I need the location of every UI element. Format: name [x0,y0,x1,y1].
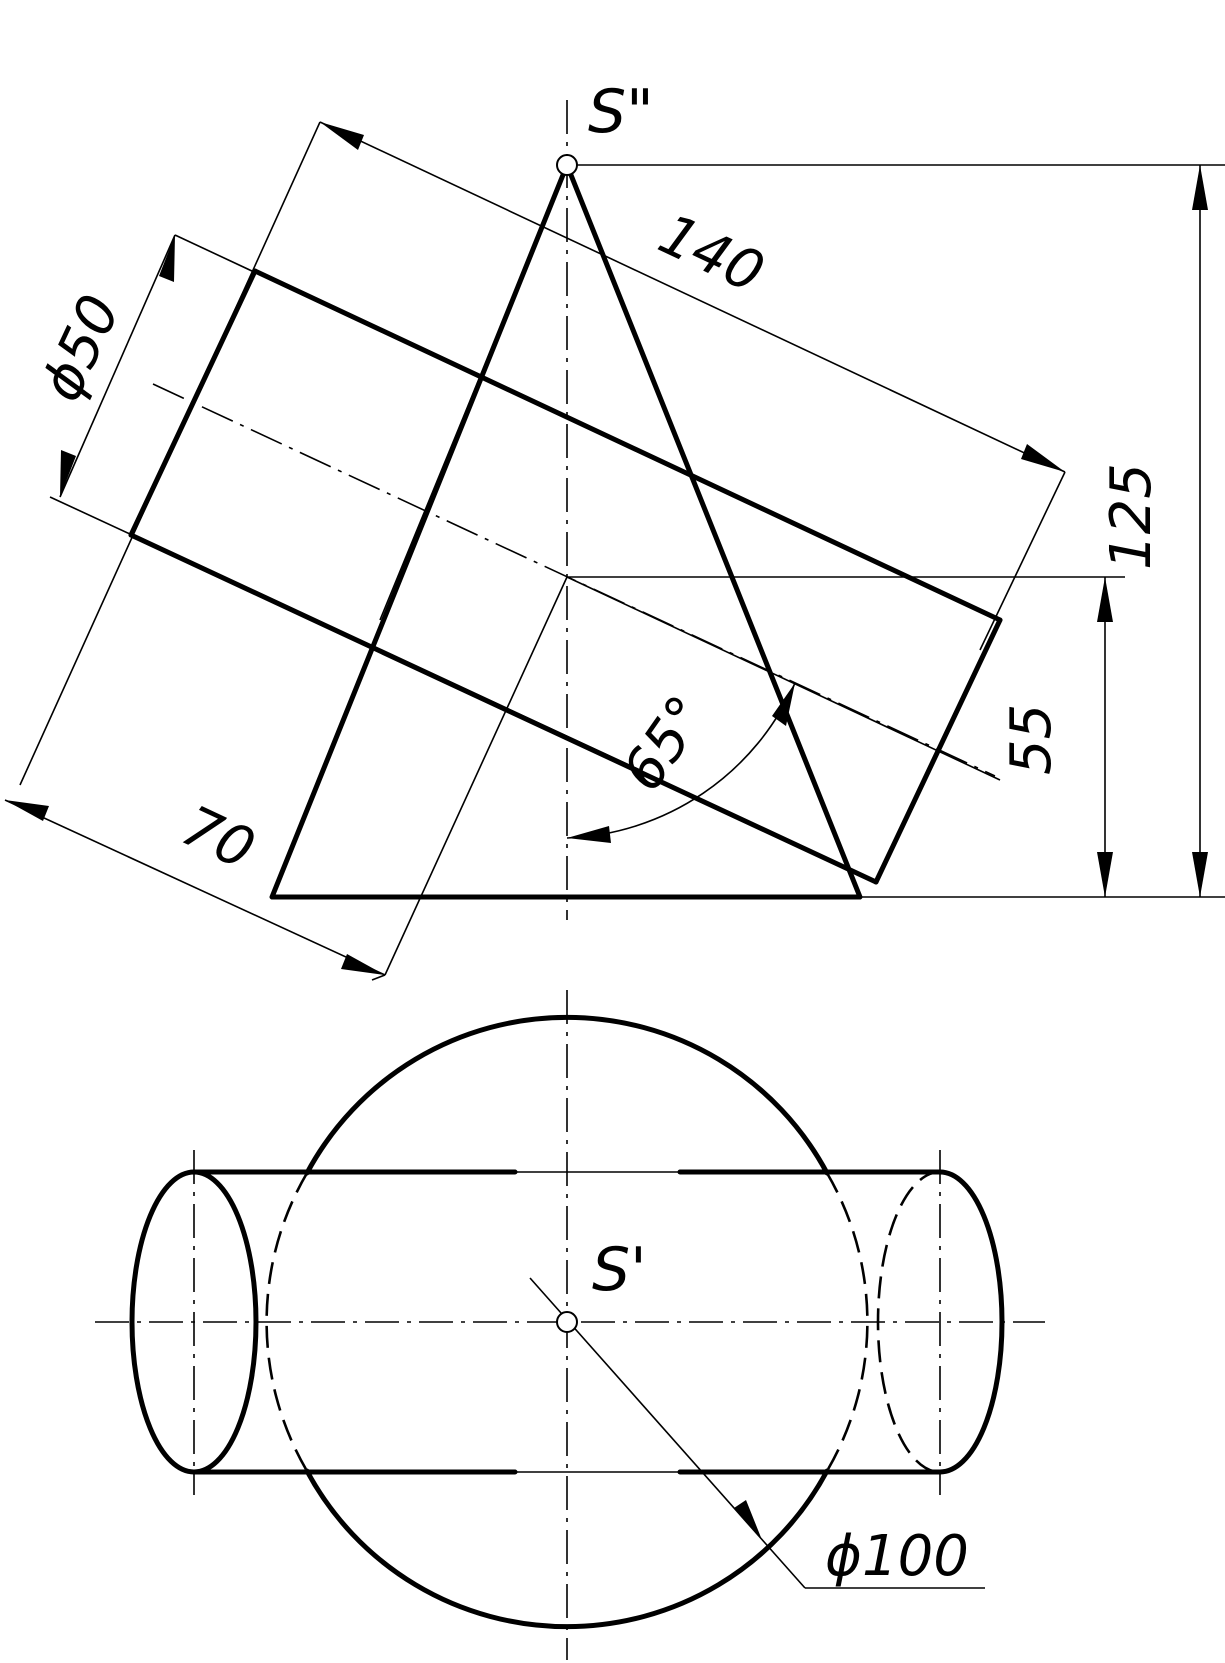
dim-diameter-50-label: ϕ50 [29,285,134,411]
cylinder-right-ellipse-hidden [876,1170,941,1474]
dim-70-label: 70 [172,794,264,883]
dim-diameter-100-label: ϕ100 [825,1524,969,1589]
dim-angle-65-label: 65° [610,684,720,803]
construction-line-lower-right [719,809,877,883]
cone-inner-line-left [379,164,568,621]
cone-base-circle-hidden-right [825,1172,869,1472]
cone-inner-line-right [566,164,861,898]
apex-label-top: S' [592,1235,647,1305]
cone-outline-front [269,162,863,900]
cylinder-right-ellipse-visible [937,1169,1005,1475]
cylinder-top-edge [252,268,1003,623]
apex-label-front: S" [588,77,654,147]
dim-125-label: 125 [1099,463,1164,570]
construction-line-axis-mid [566,576,1001,781]
construction-line-lower [49,496,641,771]
front-view: 140 ϕ50 70 65° 55 [4,77,1225,981]
dimension-55: 55 [999,577,1113,897]
dimension-diameter-100: ϕ100 [529,1277,985,1589]
dimension-diameter-50: ϕ50 [29,234,176,498]
top-view: ϕ100 S' [95,990,1045,1660]
construction-line-inner [384,576,568,976]
cylinder-left-ellipse [129,1169,259,1475]
dimension-70: 70 [4,794,386,981]
apex-point-top [556,1311,578,1333]
cone-base-circle-visible-top [304,1014,830,1176]
dim-140-label: 140 [649,202,773,306]
apex-point-front [556,154,578,176]
dim-55-label: 55 [999,704,1064,775]
construction-line-upper [174,234,721,491]
cone-base-circle-hidden-left [265,1172,309,1472]
dimension-125: 125 [1099,165,1208,897]
dimension-angle-65: 65° [566,682,796,843]
